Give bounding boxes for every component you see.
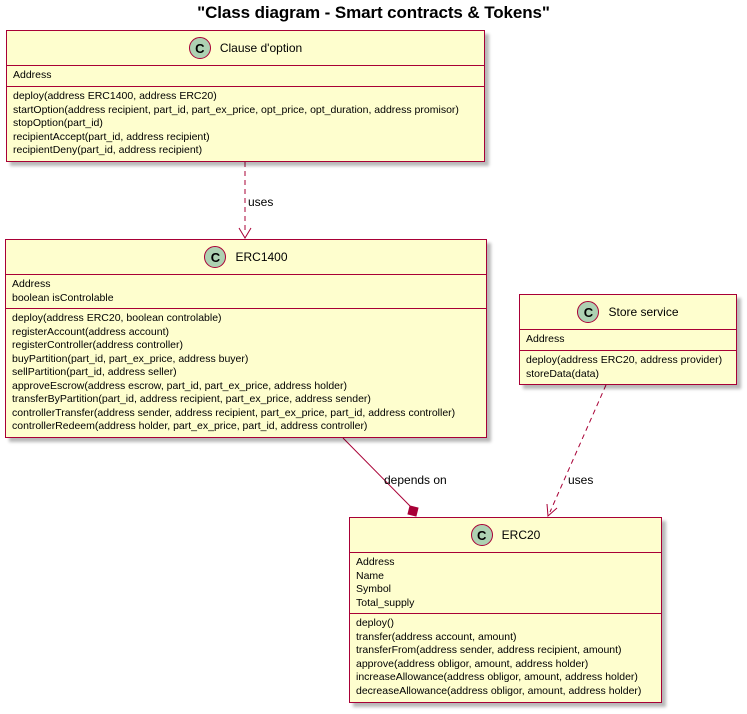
method: controllerTransfer(address sender, addre… xyxy=(12,406,456,419)
edge-store-uses-erc20 xyxy=(549,384,607,513)
class-header: C ERC1400 xyxy=(6,240,486,275)
attributes-section: Address boolean isControlable xyxy=(6,275,486,309)
methods-section: deploy(address ERC20, boolean controlabl… xyxy=(6,309,486,436)
class-header: C Store service xyxy=(520,295,736,330)
class-c-icon: C xyxy=(470,524,493,546)
method: sellPartition(part_id, address seller) xyxy=(12,366,177,378)
method: decreaseAllowance(address obligor, amoun… xyxy=(356,684,642,697)
attribute: Symbol xyxy=(356,583,392,595)
class-erc1400[interactable]: C ERC1400 Address boolean isControlable … xyxy=(5,239,487,438)
class-name: Store service xyxy=(608,305,679,319)
method: recipientDeny(part_id, address recipient… xyxy=(13,144,203,156)
method: registerController(address controller) xyxy=(12,339,183,351)
method: deploy(address ERC20, boolean controlabl… xyxy=(12,312,222,324)
method: startOption(address recipient, part_id, … xyxy=(13,103,459,116)
methods-section: deploy() transfer(address account, amoun… xyxy=(350,614,661,700)
attribute: Address xyxy=(12,278,51,290)
class-clause-option[interactable]: C Clause d'option Address deploy(address… xyxy=(6,30,485,162)
attribute: Address xyxy=(526,333,565,345)
method: registerAccount(address account) xyxy=(12,325,169,338)
class-c-icon: C xyxy=(204,246,227,268)
method: deploy(address ERC20, address provider) xyxy=(526,354,723,366)
method: transfer(address account, amount) xyxy=(356,630,517,643)
composition-diamond-icon xyxy=(407,505,419,517)
arrowhead-erc1400-icon xyxy=(238,227,252,239)
attribute: Name xyxy=(356,569,385,582)
method: stopOption(part_id) xyxy=(13,117,103,129)
method: storeData(data) xyxy=(526,367,599,380)
method: approve(address obligor, amount, address… xyxy=(356,657,589,670)
class-erc20[interactable]: C ERC20 Address Name Symbol Total_supply… xyxy=(349,517,662,703)
class-name: ERC1400 xyxy=(235,250,288,264)
arrowhead-erc20-icon xyxy=(546,503,558,518)
diagram-title: "Class diagram - Smart contracts & Token… xyxy=(197,3,550,22)
class-name: ERC20 xyxy=(501,528,541,542)
method: increaseAllowance(address obligor, amoun… xyxy=(356,671,638,683)
method: controllerRedeem(address holder, part_ex… xyxy=(12,420,368,432)
label-uses-2: uses xyxy=(568,473,594,487)
class-header: C Clause d'option xyxy=(7,31,484,66)
methods-section: deploy(address ERC20, address provider) … xyxy=(520,351,736,383)
label-depends-on: depends on xyxy=(384,473,447,487)
label-uses-1: uses xyxy=(248,195,274,209)
class-c-icon: C xyxy=(188,37,211,59)
method: transferFrom(address sender, address rec… xyxy=(356,644,622,656)
class-name: Clause d'option xyxy=(219,41,303,55)
attributes-section: Address xyxy=(520,330,736,351)
attributes-section: Address Name Symbol Total_supply xyxy=(350,553,661,614)
method: recipientAccept(part_id, address recipie… xyxy=(13,130,210,143)
methods-section: deploy(address ERC1400, address ERC20) s… xyxy=(7,87,484,160)
attribute: Total_supply xyxy=(356,596,415,609)
attribute: boolean isControlable xyxy=(12,291,114,304)
method: transferByPartition(part_id, address rec… xyxy=(12,393,371,405)
class-header: C ERC20 xyxy=(350,518,661,553)
attribute: Address xyxy=(13,69,52,81)
method: buyPartition(part_id, part_ex_price, add… xyxy=(12,352,249,365)
method: approveEscrow(address escrow, part_id, p… xyxy=(12,379,348,392)
class-c-icon: C xyxy=(577,301,600,323)
attribute: Address xyxy=(356,556,395,568)
method: deploy() xyxy=(356,617,394,629)
method: deploy(address ERC1400, address ERC20) xyxy=(13,90,217,102)
edge-erc1400-depends-on-erc20 xyxy=(342,437,411,507)
class-store-service[interactable]: C Store service Address deploy(address E… xyxy=(519,294,737,385)
attributes-section: Address xyxy=(7,66,484,87)
